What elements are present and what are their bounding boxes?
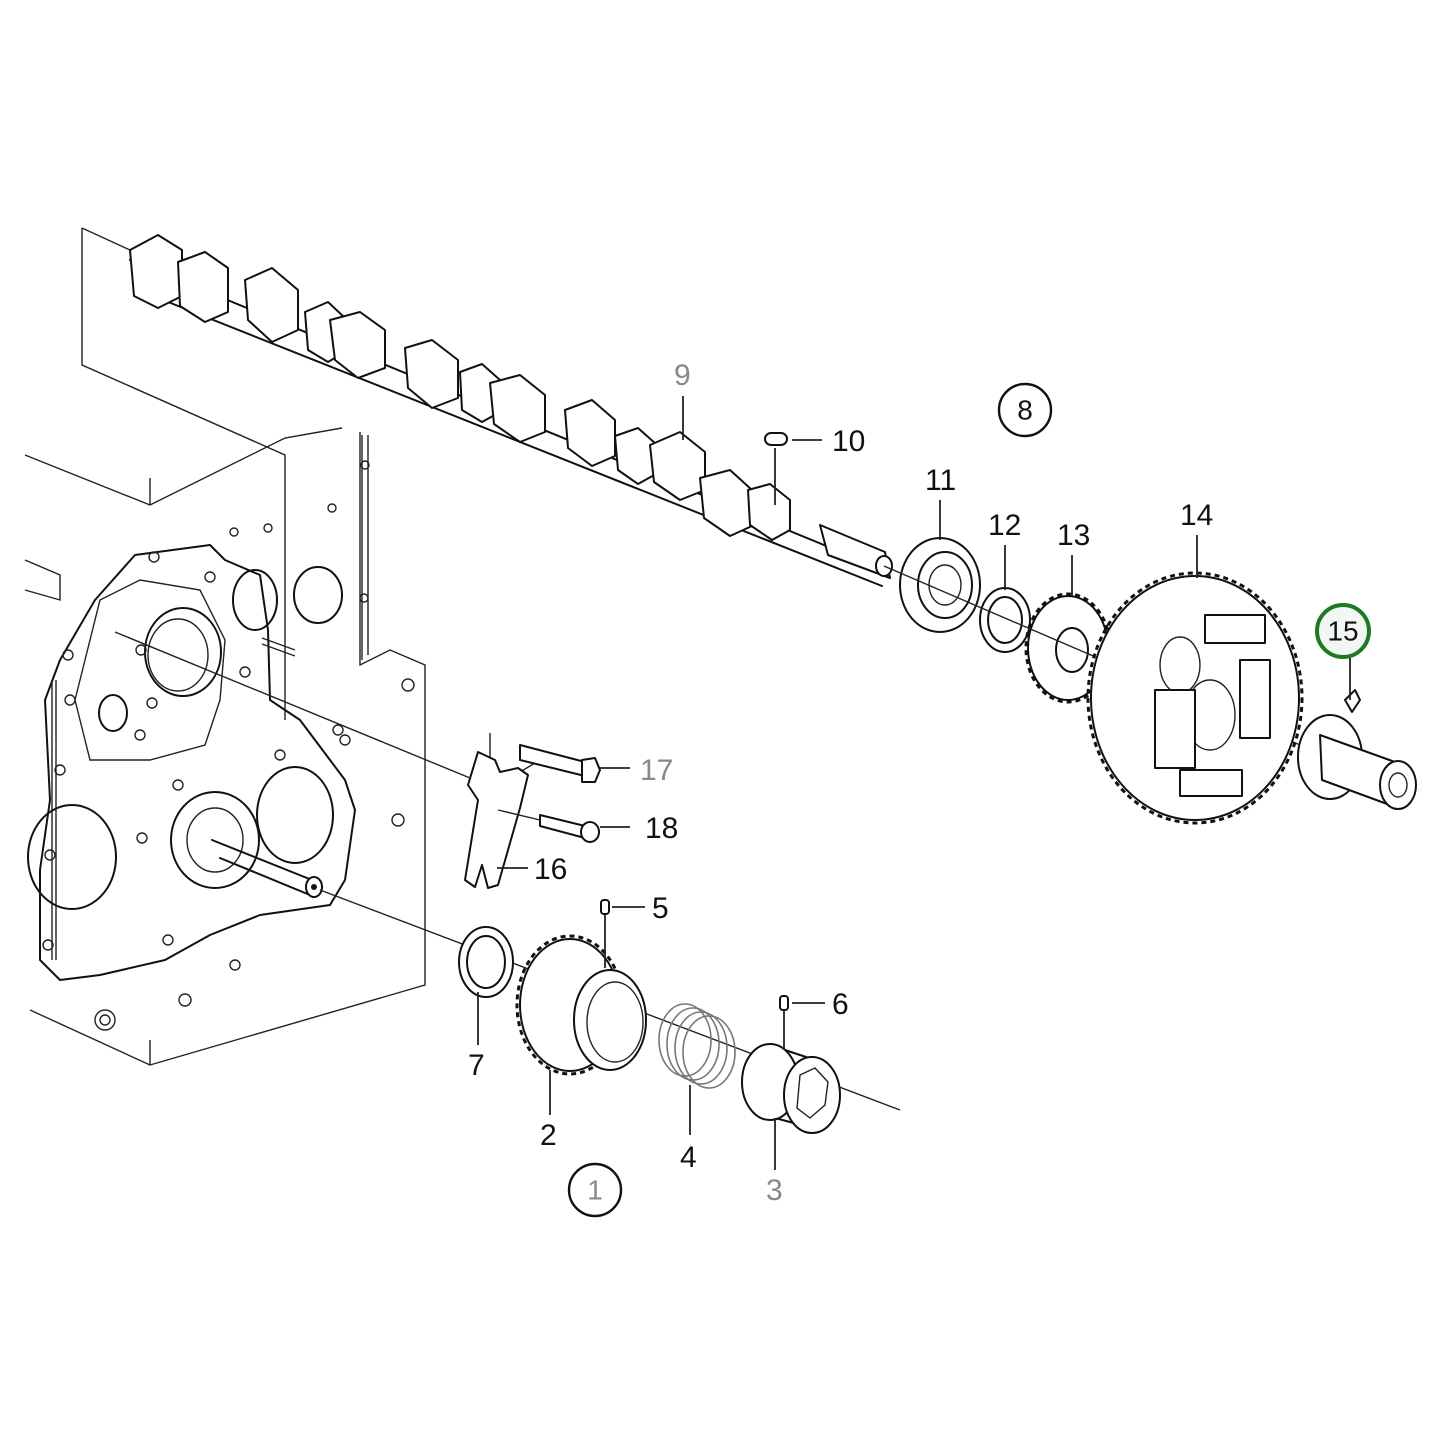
callout-10[interactable]: 10: [832, 425, 865, 458]
callout-6[interactable]: 6: [832, 988, 849, 1021]
callout-3[interactable]: 3: [766, 1174, 783, 1207]
part-4-spring: [658, 1003, 736, 1135]
part-2-gear: [515, 934, 647, 1115]
svg-text:8: 8: [1017, 395, 1033, 426]
callout-12[interactable]: 12: [988, 509, 1021, 542]
svg-text:1: 1: [587, 1175, 603, 1206]
part-6-pin: [779, 995, 825, 1050]
callout-13[interactable]: 13: [1057, 519, 1090, 552]
part-7-seal: [458, 926, 514, 1045]
callout-4[interactable]: 4: [680, 1141, 697, 1174]
part-12-ring: [979, 545, 1031, 653]
callout-14[interactable]: 14: [1180, 499, 1213, 532]
callout-18[interactable]: 18: [645, 812, 678, 845]
callout-2[interactable]: 2: [540, 1119, 557, 1152]
part-10-key: [764, 432, 822, 505]
reference-circle-1[interactable]: 1: [567, 1162, 623, 1218]
part-11-bearing: [899, 500, 981, 633]
callout-16[interactable]: 16: [534, 853, 567, 886]
callout-labels: 2 3 4 5 6 7 9 10 11 12 13 14 16 17 18: [468, 359, 1213, 1207]
part-14-gear: [1086, 535, 1304, 825]
part-9-camshaft: [81, 227, 893, 587]
callout-17[interactable]: 17: [640, 754, 673, 787]
callout-5[interactable]: 5: [652, 892, 669, 925]
callout-7[interactable]: 7: [468, 1049, 485, 1082]
reference-circle-15-highlighted[interactable]: 15: [1315, 603, 1371, 659]
part-15-shaft: [1297, 652, 1417, 810]
part-3-hub: [741, 1043, 841, 1170]
engine-block: [24, 228, 426, 1066]
callout-11[interactable]: 11: [925, 464, 956, 497]
parts-16-17-18: [114, 631, 630, 889]
callout-9[interactable]: 9: [674, 359, 691, 392]
reference-circle-8[interactable]: 8: [997, 382, 1053, 438]
svg-text:15: 15: [1327, 616, 1358, 647]
part-5-pin: [600, 899, 645, 968]
part-13-gear: [1024, 555, 1112, 704]
